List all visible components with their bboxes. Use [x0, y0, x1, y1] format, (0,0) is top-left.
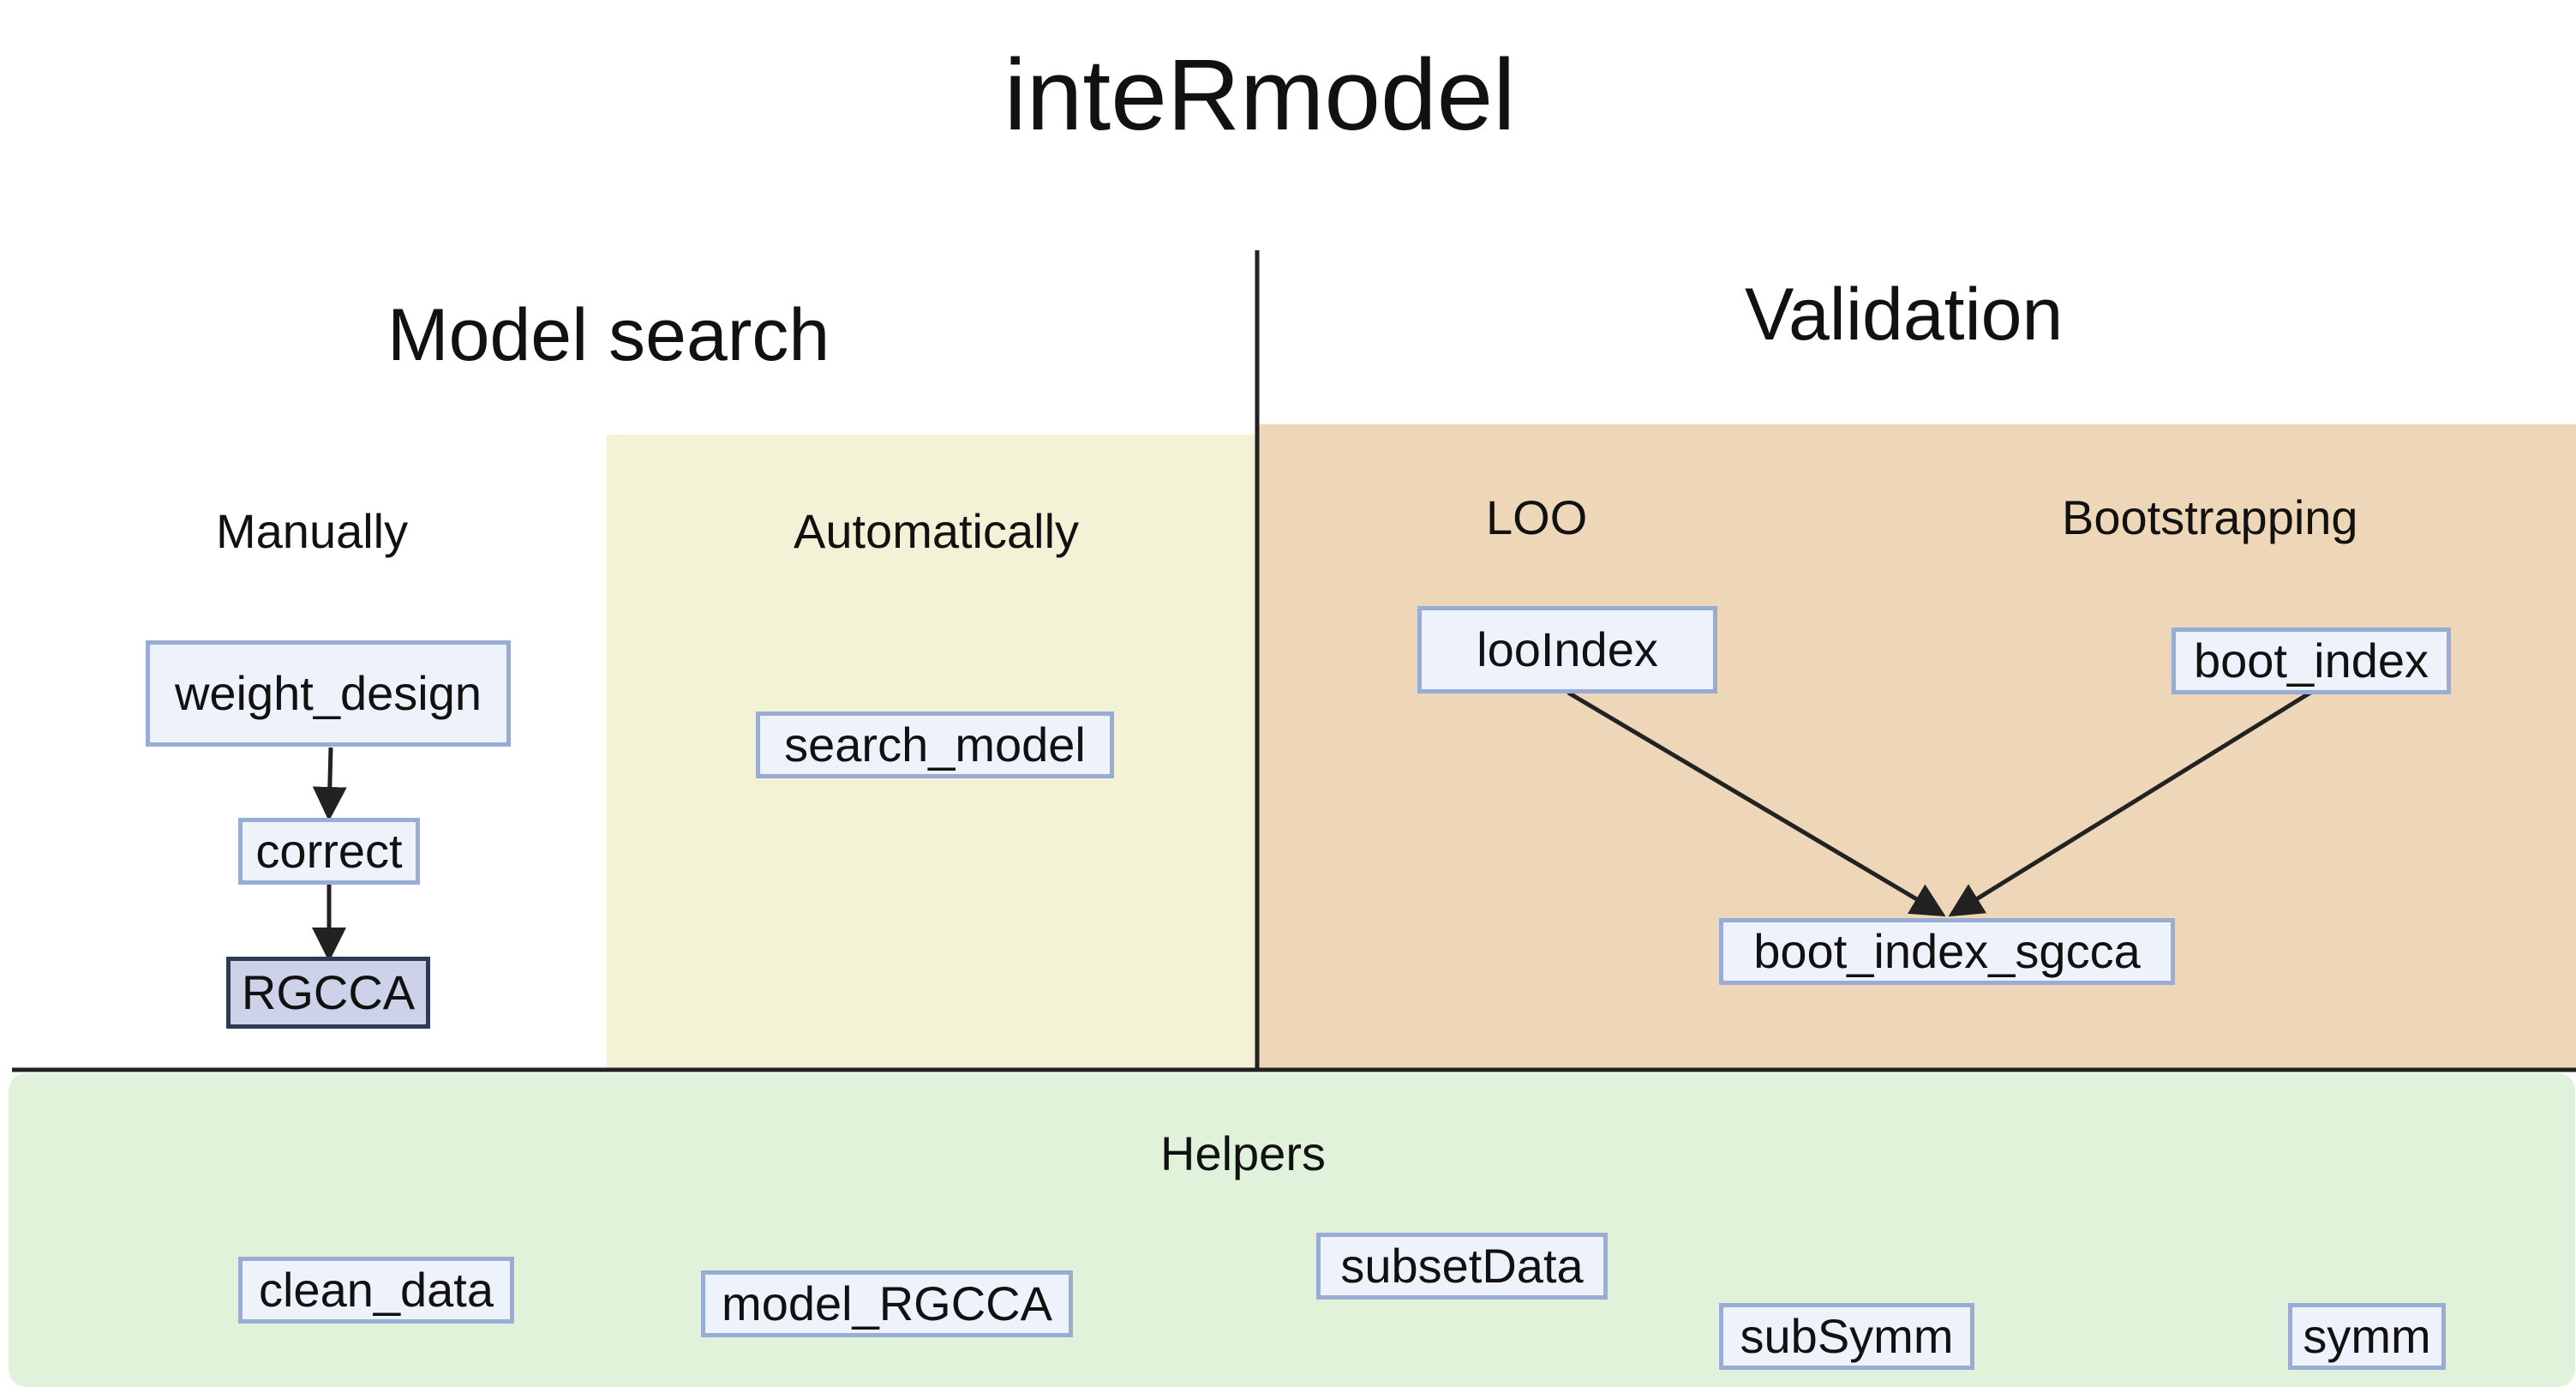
subsymm-node: subSymm	[1719, 1303, 1974, 1370]
manually-label: Manually	[216, 504, 409, 558]
helpers-region	[9, 1073, 2575, 1387]
loo-label: LOO	[1486, 490, 1588, 544]
bootstrapping-label: Bootstrapping	[2062, 490, 2358, 544]
model-search-title: Model search	[387, 294, 830, 376]
rgcca-node: RGCCA	[226, 957, 430, 1029]
looindex-node: looIndex	[1417, 606, 1717, 694]
model-rgcca-node: model_RGCCA	[701, 1270, 1073, 1337]
clean-data-node: clean_data	[238, 1257, 514, 1324]
diagram-title: inteRmodel	[1003, 39, 1516, 152]
symm-node: symm	[2288, 1303, 2446, 1370]
arrow-weight-design-to-correct	[312, 747, 347, 821]
search-model-node: search_model	[756, 712, 1114, 778]
weight-design-node: weight_design	[146, 640, 511, 747]
automatically-label: Automatically	[794, 504, 1080, 558]
helpers-label: Helpers	[1160, 1126, 1326, 1180]
boot-index-sgcca-node: boot_index_sgcca	[1719, 918, 2175, 985]
boot-index-node: boot_index	[2172, 627, 2451, 694]
subsetdata-node: subsetData	[1316, 1233, 1608, 1300]
correct-node: correct	[238, 818, 420, 885]
validation-title: Validation	[1745, 273, 2064, 356]
